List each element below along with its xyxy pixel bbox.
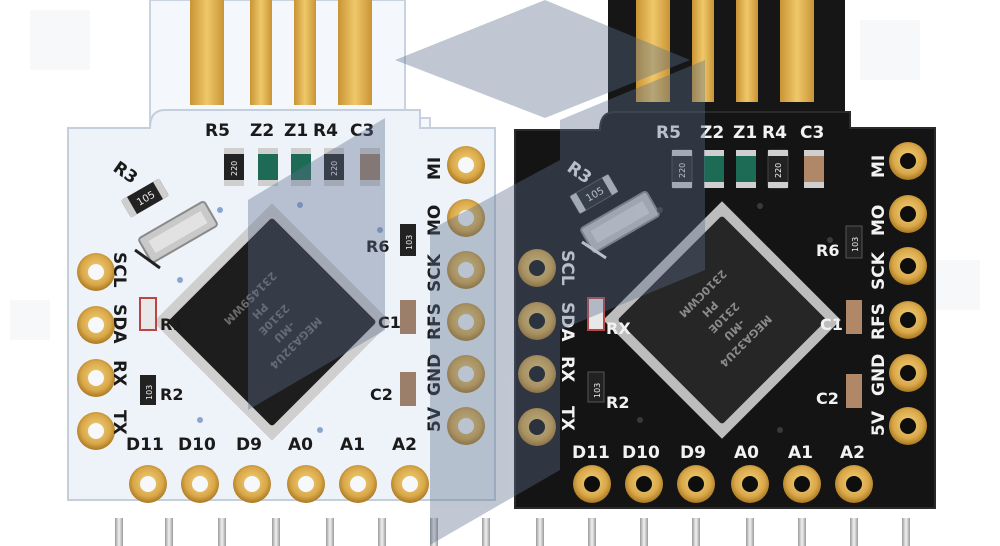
- white-label-rx: RX: [109, 360, 129, 386]
- white-mark-r2: 103: [145, 385, 154, 400]
- black-label-5v: 5V: [869, 410, 889, 436]
- white-label-a0: A0: [288, 435, 313, 455]
- white-mark-r5: 220: [230, 161, 239, 176]
- black-label-d11: D11: [572, 443, 610, 463]
- white-label-d10: D10: [178, 435, 216, 455]
- black-label-tx: TX: [557, 406, 577, 431]
- white-label-mi: MI: [425, 157, 445, 180]
- white-label-d11: D11: [126, 435, 164, 455]
- black-vias: [637, 203, 833, 433]
- white-label-sck: SCK: [425, 253, 445, 292]
- black-label-mi: MI: [869, 155, 889, 178]
- white-label-d9: D9: [236, 435, 262, 455]
- white-label-mo: MO: [425, 205, 445, 236]
- white-label-c1: C1: [378, 313, 401, 332]
- black-label-mo: MO: [869, 205, 889, 236]
- white-label-rfs: RFS: [425, 303, 445, 340]
- black-label-z1: Z1: [733, 123, 757, 143]
- white-label-c2: C2: [370, 385, 393, 404]
- black-left-header: SCL SDA RX TX RX 103 R2: [518, 249, 631, 446]
- white-label-scl: SCL: [109, 252, 129, 288]
- white-usb-fingers: [190, 0, 372, 105]
- white-r3-group: R3 105: [109, 158, 218, 270]
- white-label-z2: Z2: [250, 121, 274, 141]
- black-bottom-header: D11 D10 D9 A0 A1 A2: [572, 443, 873, 503]
- black-mark-r6: 103: [851, 237, 860, 252]
- black-label-c1: C1: [820, 315, 843, 334]
- white-mark-r6: 103: [405, 235, 414, 250]
- black-label-r4: R4: [762, 123, 787, 143]
- white-label-c3: C3: [350, 121, 374, 141]
- watermark-logo: [248, 0, 705, 545]
- white-label-a1: A1: [340, 435, 365, 455]
- black-mark-r2: 103: [593, 383, 602, 398]
- white-label-r5: R5: [205, 121, 230, 141]
- white-label-r6: R6: [366, 237, 389, 256]
- white-label-5v: 5V: [425, 406, 445, 432]
- black-label-a2: A2: [840, 443, 865, 463]
- white-left-header: SCL SDA RX TX R1 103 R2: [77, 252, 183, 450]
- black-label-d9: D9: [680, 443, 706, 463]
- white-label-gnd: GND: [425, 354, 445, 396]
- black-right-header: MI MO SCK RFS GND 5V 103 R6 C1 C2: [816, 142, 927, 445]
- white-board: R5 Z2 Z1 R4 C3 220 220 R3: [67, 0, 496, 503]
- black-label-gnd: GND: [869, 354, 889, 396]
- white-right-header: MI MO SCK RFS GND 5V 103 R6 C1 C2: [366, 146, 485, 445]
- black-label-r5: R5: [656, 123, 681, 143]
- black-usb-fingers: [636, 0, 814, 102]
- black-label-z2: Z2: [700, 123, 724, 143]
- black-label-c2: C2: [816, 389, 839, 408]
- black-board: R5 Z2 Z1 R4 C3 220 220 R3 105: [514, 0, 936, 509]
- black-label-scl: SCL: [557, 250, 577, 286]
- white-label-a2: A2: [392, 435, 417, 455]
- white-mark-r4: 220: [330, 161, 339, 176]
- white-label-sda: SDA: [109, 304, 129, 344]
- black-label-rx2: RX: [606, 319, 631, 338]
- background-watermark: [10, 10, 980, 340]
- black-label-a0: A0: [734, 443, 759, 463]
- black-label-sda: SDA: [557, 302, 577, 342]
- white-label-r1: R1: [160, 315, 183, 334]
- white-label-r4: R4: [313, 121, 338, 141]
- black-label-rx: RX: [557, 356, 577, 382]
- black-label-r2: R2: [606, 393, 629, 412]
- black-mark-r5: 220: [678, 163, 687, 178]
- black-mark-r4: 220: [774, 163, 783, 178]
- white-label-z1: Z1: [284, 121, 308, 141]
- white-bottom-header: D11 D10 D9 A0 A1 A2: [126, 435, 429, 503]
- black-label-r6: R6: [816, 241, 839, 260]
- white-top-components: 220 220: [224, 148, 380, 186]
- black-top-components: 220 220: [671, 149, 824, 189]
- white-vias: [177, 202, 383, 433]
- black-label-a1: A1: [788, 443, 813, 463]
- white-label-tx: TX: [109, 410, 129, 435]
- black-label-c3: C3: [800, 123, 824, 143]
- black-label-sck: SCK: [869, 251, 889, 290]
- black-label-d10: D10: [622, 443, 660, 463]
- header-pins: [115, 518, 910, 546]
- white-label-r2: R2: [160, 385, 183, 404]
- black-label-rfs: RFS: [869, 303, 889, 340]
